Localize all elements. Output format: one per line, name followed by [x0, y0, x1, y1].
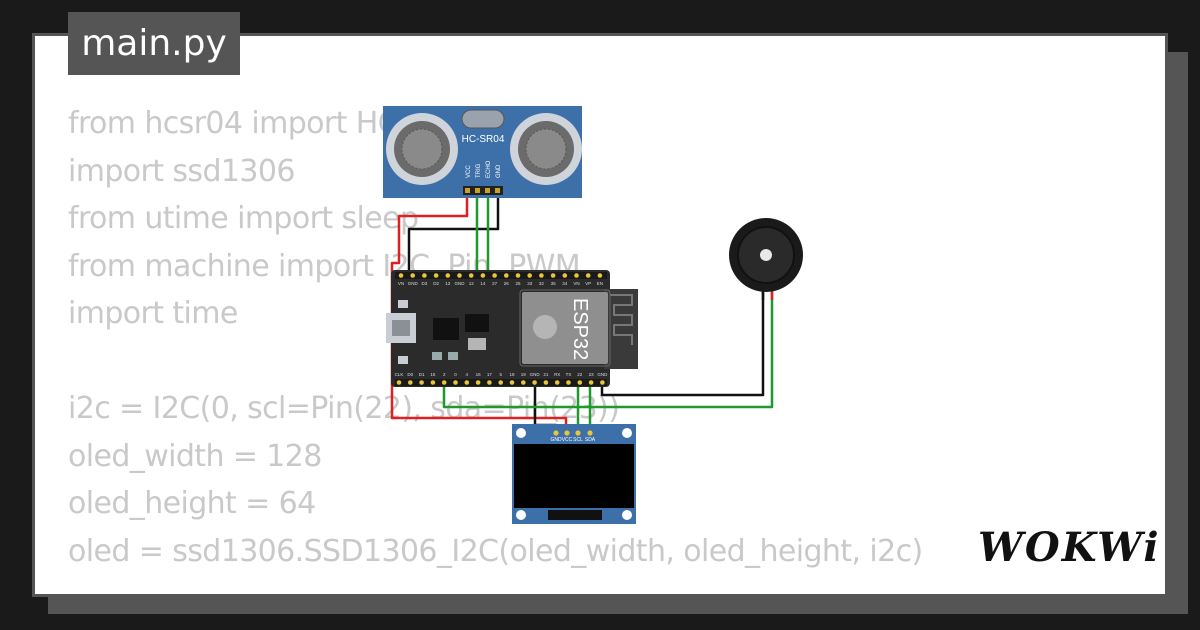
esp32-pin-label: 27 — [492, 281, 498, 286]
ultrasonic-sensor[interactable]: HC-SR04 VCC TRIG ECHO GND — [383, 106, 582, 198]
esp32-pin-label: CLK — [395, 372, 404, 377]
oled-pin-label: VCC — [562, 437, 573, 443]
code-line: i2c = I2C(0, scl=Pin(22), sda=Pin(23)) — [68, 391, 620, 426]
wokwi-logo[interactable]: WOKWi — [978, 524, 1161, 571]
esp32-pin-label: 26 — [504, 281, 510, 286]
esp32-pin-label: D2 — [433, 281, 439, 286]
wire-black-gnd[interactable] — [407, 197, 500, 270]
esp32-pin-label: 15 — [430, 372, 436, 377]
esp32-pin-label: 12 — [469, 281, 475, 286]
esp32-bottom-header — [396, 380, 605, 385]
oled-pin-label: SCL — [573, 437, 583, 443]
esp32-pin-label: VN — [398, 281, 404, 286]
buzzer[interactable] — [729, 218, 803, 300]
wire-green-buzzer[interactable] — [442, 290, 774, 409]
wire-black-buzzer[interactable] — [600, 290, 765, 397]
esp32-pin-label: 35 — [551, 281, 557, 286]
wire-red-vcc[interactable] — [390, 197, 568, 432]
code-line: from utime import sleep — [68, 201, 419, 236]
esp32-pin-label: VN — [573, 281, 579, 286]
esp32-pin-label: RX — [554, 372, 560, 377]
sensor-label: HC-SR04 — [462, 134, 505, 145]
code-line: oled = ssd1306.SSD1306_I2C(oled_width, o… — [68, 533, 923, 569]
code-line: oled_height = 64 — [68, 486, 316, 521]
code-line: import time — [68, 296, 238, 331]
esp32-pin-label: 23 — [589, 372, 595, 377]
esp32-label: ESP32 — [569, 298, 591, 360]
esp32-pin-label: D1 — [419, 372, 425, 377]
esp32-pin-label: GND — [408, 281, 419, 286]
esp32-pin-label: 14 — [480, 281, 486, 286]
esp32-pin-label: 13 — [445, 281, 451, 286]
sensor-pin-label: GND — [496, 164, 502, 178]
esp32-pin-label: 32 — [539, 281, 545, 286]
file-tab[interactable]: main.py — [68, 12, 240, 75]
esp32-pin-label: GND — [455, 281, 466, 286]
code-line: oled_width = 128 — [68, 438, 322, 474]
esp32-pin-label: VP — [585, 281, 591, 286]
file-tab-label: main.py — [81, 23, 227, 64]
esp32-pin-label: D0 — [407, 372, 413, 377]
esp32-pin-label: 25 — [515, 281, 521, 286]
esp32-pin-label: 19 — [521, 372, 527, 377]
esp32-pin-label: 22 — [577, 372, 583, 377]
esp32-pin-label: EN — [597, 281, 603, 286]
wokwi-logo-text: WOKWi — [978, 524, 1161, 571]
esp32-pin-label: 34 — [562, 281, 568, 286]
esp32-pin-label: D3 — [422, 281, 428, 286]
oled-pin-label: GND — [550, 437, 562, 443]
esp32-pin-label: 33 — [527, 281, 533, 286]
esp32-pin-label: 21 — [543, 372, 549, 377]
esp32-pin-label: 16 — [476, 372, 482, 377]
esp32-pin-label: 5 — [499, 372, 502, 377]
oled-display[interactable]: GND VCC SCL SDA — [512, 424, 636, 524]
esp32-pin-label: TX — [566, 372, 572, 377]
code-line: import ssd1306 — [68, 153, 295, 189]
esp32-top-header — [398, 273, 603, 278]
sensor-pin-label: ECHO — [486, 160, 492, 178]
esp32-pin-label: 0 — [454, 372, 457, 377]
esp32-pin-label: 18 — [509, 372, 515, 377]
sensor-pin-label: TRIG — [476, 163, 482, 178]
sensor-pin-label: VCC — [466, 165, 472, 178]
esp32-board[interactable]: ESP32 VN GND D3 D2 13 GND 12 1 — [386, 270, 638, 387]
esp32-pin-label: GND — [530, 372, 541, 377]
esp32-pin-label: GND — [597, 372, 608, 377]
esp32-pin-label: 4 — [466, 372, 469, 377]
oled-pin-label: SDA — [585, 437, 596, 443]
esp32-pin-label: 17 — [487, 372, 493, 377]
esp32-pin-label: 2 — [443, 372, 446, 377]
